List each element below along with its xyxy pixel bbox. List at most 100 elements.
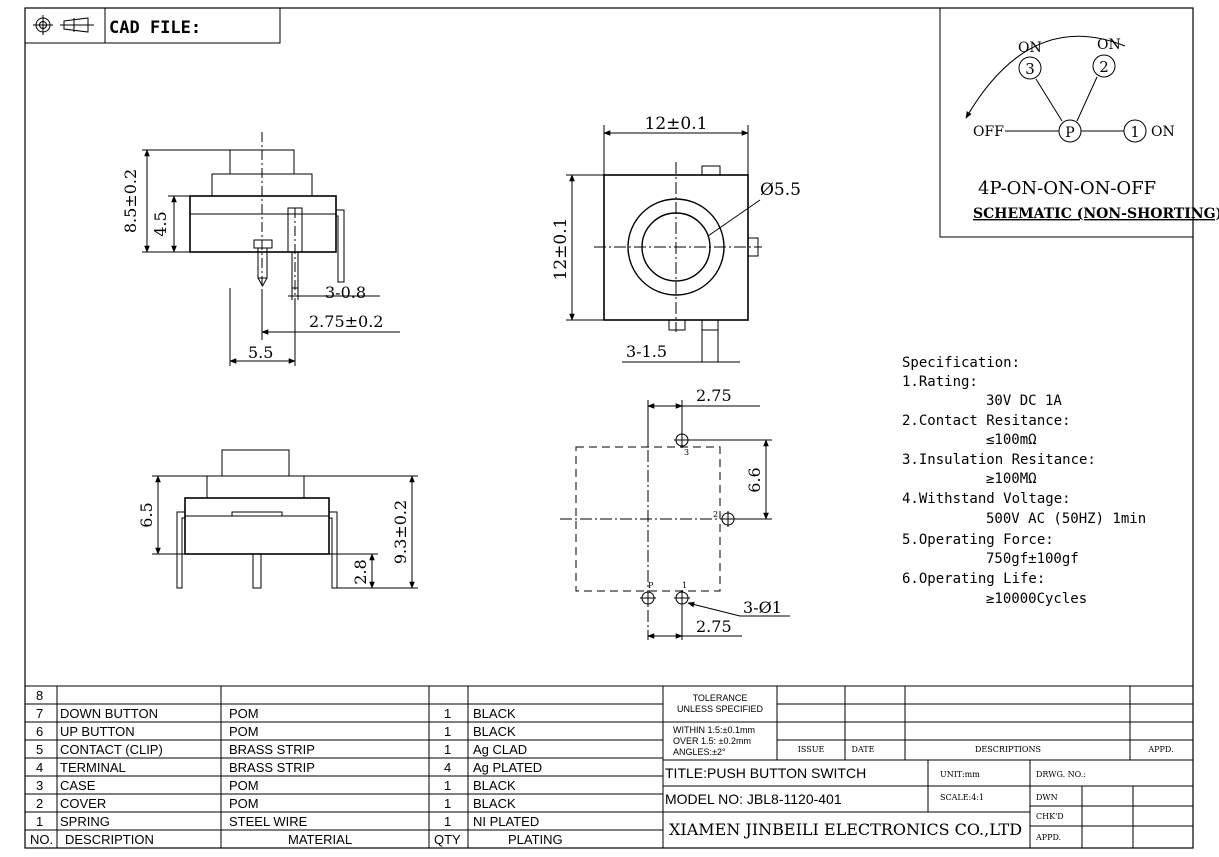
bom-header-material: MATERIAL bbox=[288, 832, 352, 847]
model-number: MODEL NO: JBL8-1120-401 bbox=[665, 791, 842, 807]
dim-top-pins: 3-1.5 bbox=[626, 342, 667, 361]
bom-row-7-desc: DOWN BUTTON bbox=[60, 706, 158, 721]
dim-side-body-height: 4.5 bbox=[151, 211, 170, 236]
hole-label-2: 2 bbox=[713, 510, 718, 519]
title-block bbox=[663, 686, 1193, 848]
bom-header-no: NO. bbox=[30, 832, 53, 847]
bom-row-7-no: 7 bbox=[36, 706, 43, 721]
spec-label-2: 2.Contact Resitance: bbox=[902, 413, 1071, 429]
projection-crosshair-icon bbox=[33, 15, 53, 35]
bom-row-3-qty: 1 bbox=[444, 778, 451, 793]
bom-row-4-qty: 4 bbox=[444, 760, 451, 775]
bom-row-2-material: POM bbox=[229, 796, 259, 811]
tolerance-sub: UNLESS SPECIFIED bbox=[677, 704, 764, 714]
bom-row-6-desc: UP BUTTON bbox=[60, 724, 135, 739]
dim-top-height: 12±0.1 bbox=[551, 218, 571, 281]
dim-front-height: 6.5 bbox=[137, 502, 156, 527]
hole-label-p: P bbox=[648, 581, 654, 590]
dim-pcb-spacing: 6.6 bbox=[745, 467, 764, 492]
bom-row-2-desc: COVER bbox=[60, 796, 106, 811]
state-on-2: ON bbox=[1097, 37, 1121, 53]
hole-label-1: 1 bbox=[682, 581, 687, 590]
bom-row-1-qty: 1 bbox=[444, 814, 451, 829]
hole-label-3: 3 bbox=[684, 448, 689, 457]
dim-pcb-pitch-bottom: 2.75 bbox=[696, 617, 732, 636]
drawing-border bbox=[24, 7, 1194, 849]
title-block-text: TOLERANCE UNLESS SPECIFIED WITHIN 1.5:±0… bbox=[665, 693, 1174, 842]
issue-label: ISSUE bbox=[798, 745, 825, 754]
bom-row-1-material: STEEL WIRE bbox=[229, 814, 308, 829]
contact-p-node bbox=[1058, 119, 1082, 143]
bom-row-5-material: BRASS STRIP bbox=[229, 742, 315, 757]
bom-row-5-no: 5 bbox=[36, 742, 43, 757]
front-view bbox=[152, 449, 418, 589]
spec-value-1: 30V DC 1A bbox=[986, 393, 1062, 409]
hole-p bbox=[640, 590, 656, 606]
bom-row-7-material: POM bbox=[229, 706, 259, 721]
drawing-title: TITLE:PUSH BUTTON SWITCH bbox=[665, 765, 866, 781]
tolerance-line-1: WITHIN 1.5:±0.1mm bbox=[673, 725, 755, 735]
bom-row-1-desc: SPRING bbox=[60, 814, 110, 829]
tolerance-line-2: OVER 1.5: ±0.2mm bbox=[673, 736, 751, 746]
bom-row-5-desc: CONTACT (CLIP) bbox=[60, 742, 163, 757]
spec-title: Specification: bbox=[902, 355, 1020, 371]
bom-row-3-no: 3 bbox=[36, 778, 43, 793]
tolerance-title: TOLERANCE bbox=[693, 693, 748, 703]
spec-label-6: 6.Operating Life: bbox=[902, 571, 1045, 587]
hole-1 bbox=[674, 590, 690, 606]
bom-row-7-plating: BLACK bbox=[473, 706, 516, 721]
scale-label: SCALE:4:1 bbox=[940, 793, 984, 802]
dim-front-pin-length: 2.8 bbox=[351, 559, 370, 584]
dim-pcb-holes: 3-Ø1 bbox=[743, 598, 782, 617]
dim-top-width: 12±0.1 bbox=[645, 114, 708, 134]
dim-side-base-width: 5.5 bbox=[248, 343, 273, 362]
contact-2-node bbox=[1092, 54, 1116, 78]
contact-1-node bbox=[1123, 119, 1147, 143]
spec-value-5: 750gf±100gf bbox=[986, 551, 1079, 567]
spec-value-4: 500V AC (50HZ) 1min bbox=[986, 511, 1146, 527]
schematic-caption: SCHEMATIC (NON-SHORTING) bbox=[973, 206, 1219, 222]
spec-label-3: 3.Insulation Resitance: bbox=[902, 452, 1096, 468]
bom-row-4-material: BRASS STRIP bbox=[229, 760, 315, 775]
bom-row-2-plating: BLACK bbox=[473, 796, 516, 811]
spec-value-3: ≥100MΩ bbox=[986, 471, 1037, 487]
bom-row-3-plating: BLACK bbox=[473, 778, 516, 793]
bom-row-5-qty: 1 bbox=[444, 742, 451, 757]
hole-2 bbox=[720, 511, 736, 527]
contact-3-node bbox=[1018, 56, 1042, 80]
contact-p-label: P bbox=[1065, 125, 1074, 141]
company-name: XIAMEN JINBEILI ELECTRONICS CO.,LTD bbox=[669, 820, 1022, 839]
dim-pcb-pitch-top: 2.75 bbox=[696, 386, 732, 405]
state-on-1: ON bbox=[1151, 124, 1175, 140]
drawn-by-label: DWN bbox=[1036, 793, 1058, 802]
bom-row-7-qty: 1 bbox=[444, 706, 451, 721]
dim-side-pin-spacing: 2.75±0.2 bbox=[309, 312, 383, 331]
state-on-3: ON bbox=[1018, 40, 1042, 56]
bom-row-6-qty: 1 bbox=[444, 724, 451, 739]
bom-row-2-qty: 1 bbox=[444, 796, 451, 811]
dim-button-diameter: Ø5.5 bbox=[760, 180, 801, 200]
approved-by-label: APPD. bbox=[1035, 833, 1061, 842]
state-off: OFF bbox=[973, 124, 1004, 140]
spec-label-4: 4.Withstand Voltage: bbox=[902, 491, 1071, 507]
projection-cone-icon bbox=[60, 17, 94, 33]
bom-row-5-plating: Ag CLAD bbox=[473, 742, 527, 757]
bom-row-4-plating: Ag PLATED bbox=[473, 760, 542, 775]
bom-row-6-plating: BLACK bbox=[473, 724, 516, 739]
spec-label-5: 5.Operating Force: bbox=[902, 532, 1054, 548]
pcb-layout bbox=[560, 400, 790, 640]
bom-header-description: DESCRIPTION bbox=[65, 832, 154, 847]
contact-1-label: 1 bbox=[1130, 123, 1140, 141]
bom-row-8-no: 8 bbox=[36, 688, 43, 703]
dim-side-total-height: 8.5±0.2 bbox=[121, 169, 140, 233]
bom-row-6-no: 6 bbox=[36, 724, 43, 739]
checked-by-label: CHK'D bbox=[1036, 812, 1064, 821]
bom-row-3-material: POM bbox=[229, 778, 259, 793]
spec-value-2: ≤100mΩ bbox=[986, 432, 1037, 448]
top-view bbox=[566, 125, 762, 363]
bom-row-6-material: POM bbox=[229, 724, 259, 739]
tolerance-line-3: ANGLES:±2° bbox=[673, 747, 726, 757]
bom-row-4-no: 4 bbox=[36, 760, 43, 775]
bom-table bbox=[25, 685, 1193, 848]
